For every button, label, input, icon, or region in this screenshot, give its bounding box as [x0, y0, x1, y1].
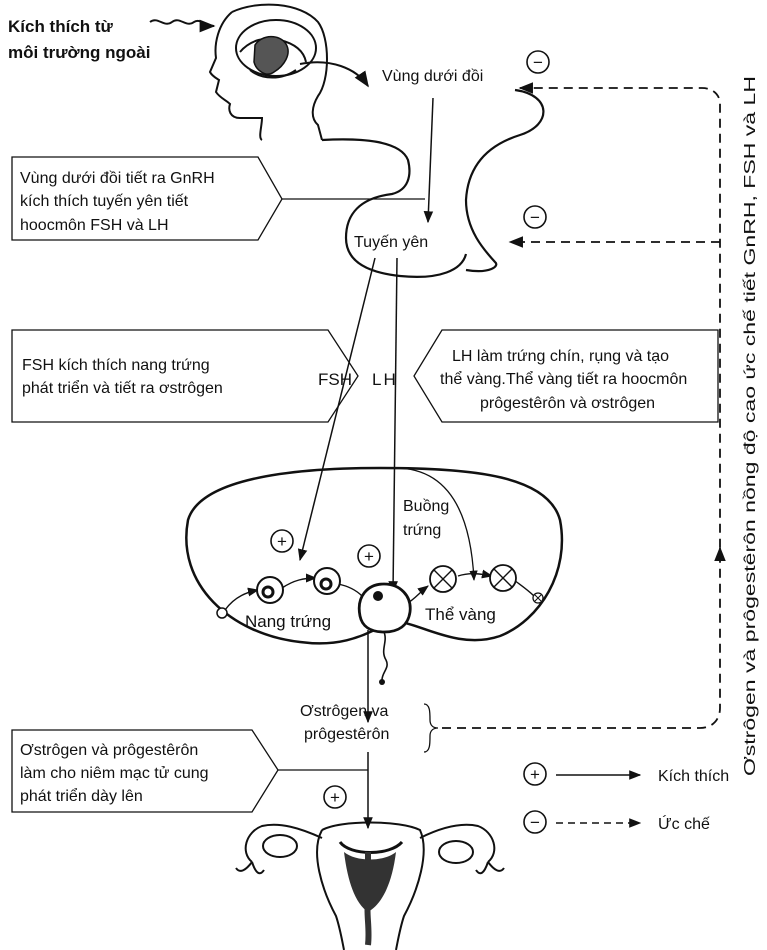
hypothalamus-label: Vùng dưới đồi: [382, 68, 483, 85]
uterus-note-line3: phát triển dày lên: [20, 787, 143, 805]
stimulate-uterus-sign-text: +: [330, 788, 340, 807]
follicle-label: Nang trứng: [245, 612, 331, 631]
output-hormones-line1: Ơstrôgen va: [300, 703, 389, 720]
primary-follicle-icon: [256, 576, 284, 604]
ovary-label-line1: Buồng: [403, 498, 449, 515]
hormone-brace: [423, 703, 439, 753]
fsh-note-line2: phát triển và tiết ra ơstrôgen: [22, 379, 223, 397]
output-hormones-line2: prôgestêrôn: [304, 726, 389, 743]
fsh-note-box: [11, 329, 359, 423]
brain-to-hypothalamus-arrow: [299, 61, 369, 88]
ovary-outline: [185, 466, 564, 645]
corpus-luteum-mature-cross: [493, 568, 513, 588]
stimulate-follicle-sign-text: +: [277, 532, 287, 551]
gnrh-note-line3: hoocmôn FSH và LH: [20, 217, 169, 234]
uterus-note-box: [11, 729, 279, 813]
pituitary-label: Tuyến yên: [354, 234, 428, 251]
corpus-luteum-cross: [433, 569, 453, 589]
fsh-note-line1: FSH kích thích nang trứng: [22, 357, 210, 374]
legend-plus-symbol-text: +: [530, 765, 540, 784]
fsh-label: FSH: [318, 370, 352, 389]
uterus-note-line2: làm cho niêm mạc tử cung: [20, 765, 209, 782]
legend-plus-symbol: [523, 762, 547, 786]
corpus-luteum-label: Thể vàng: [425, 605, 496, 624]
lh-arrow: [388, 257, 398, 594]
stimulus-label-line2: môi trường ngoài: [8, 43, 150, 62]
legend: + Kích thích − Ức chế: [523, 762, 729, 834]
legend-minus-symbol: [523, 810, 547, 834]
primordial-follicle-icon: [216, 607, 228, 619]
stimulus-label-line1: Kích thích từ: [8, 17, 114, 36]
gnrh-note-line2: kích thích tuyến yên tiết: [20, 193, 189, 210]
uterus-note-line1: Ơstrôgen và prôgestêrôn: [20, 742, 198, 759]
lh-label: LH: [372, 370, 398, 389]
negative-feedback-loop: [442, 82, 721, 729]
lh-note-line3: prôgestêrôn và ơstrôgen: [480, 395, 655, 412]
uterus-lining: [344, 852, 396, 912]
hypothalamus-to-pituitary-arrow: [423, 97, 434, 224]
inhibit-hypothalamus-sign-text: −: [533, 53, 543, 72]
primary-follicle-oocyte-icon: [261, 585, 275, 599]
legend-stimulate-label: Kích thích: [658, 768, 729, 785]
stimulate-ovulation-sign-text: +: [364, 547, 374, 566]
legend-inhibit-label: Ức chế: [658, 814, 710, 833]
gnrh-note-box: [11, 156, 283, 241]
legend-minus-symbol-text: −: [530, 813, 540, 832]
follicle-development-track: [224, 569, 535, 611]
lh-note-box: [413, 329, 719, 423]
lh-note-line1: LH làm trứng chín, rụng và tạo: [452, 348, 669, 365]
corpus-albicans-cross: [534, 594, 542, 602]
gnrh-note-line1: Vùng dưới đồi tiết ra GnRH: [20, 170, 215, 187]
ovary-label-line2: trứng: [403, 522, 441, 539]
inhibit-hypothalamus-sign: [526, 50, 550, 74]
secondary-follicle-oocyte-icon: [319, 577, 333, 591]
lh-note-line2: thể vàng.Thể vàng tiết ra hoocmôn: [440, 370, 687, 388]
pituitary-outline: [321, 88, 545, 278]
stimulate-follicle-sign: [270, 529, 294, 553]
stimulus-wave-icon: [149, 19, 216, 33]
fsh-arrow: [297, 257, 376, 562]
inhibit-pituitary-sign-text: −: [530, 208, 540, 227]
stimulate-uterus-sign: [323, 785, 347, 809]
feedback-vertical-label: Ơstrôgen và prôgestêrôn nồng độ cao ức c…: [742, 76, 759, 776]
inhibit-pituitary-sign: [523, 205, 547, 229]
head-illustration: [208, 3, 328, 141]
ovulating-follicle-icon: [357, 582, 412, 685]
stimulate-ovulation-sign: [357, 544, 381, 568]
secondary-follicle-icon: [313, 567, 341, 595]
pituitary-gland-icon: [253, 35, 289, 75]
